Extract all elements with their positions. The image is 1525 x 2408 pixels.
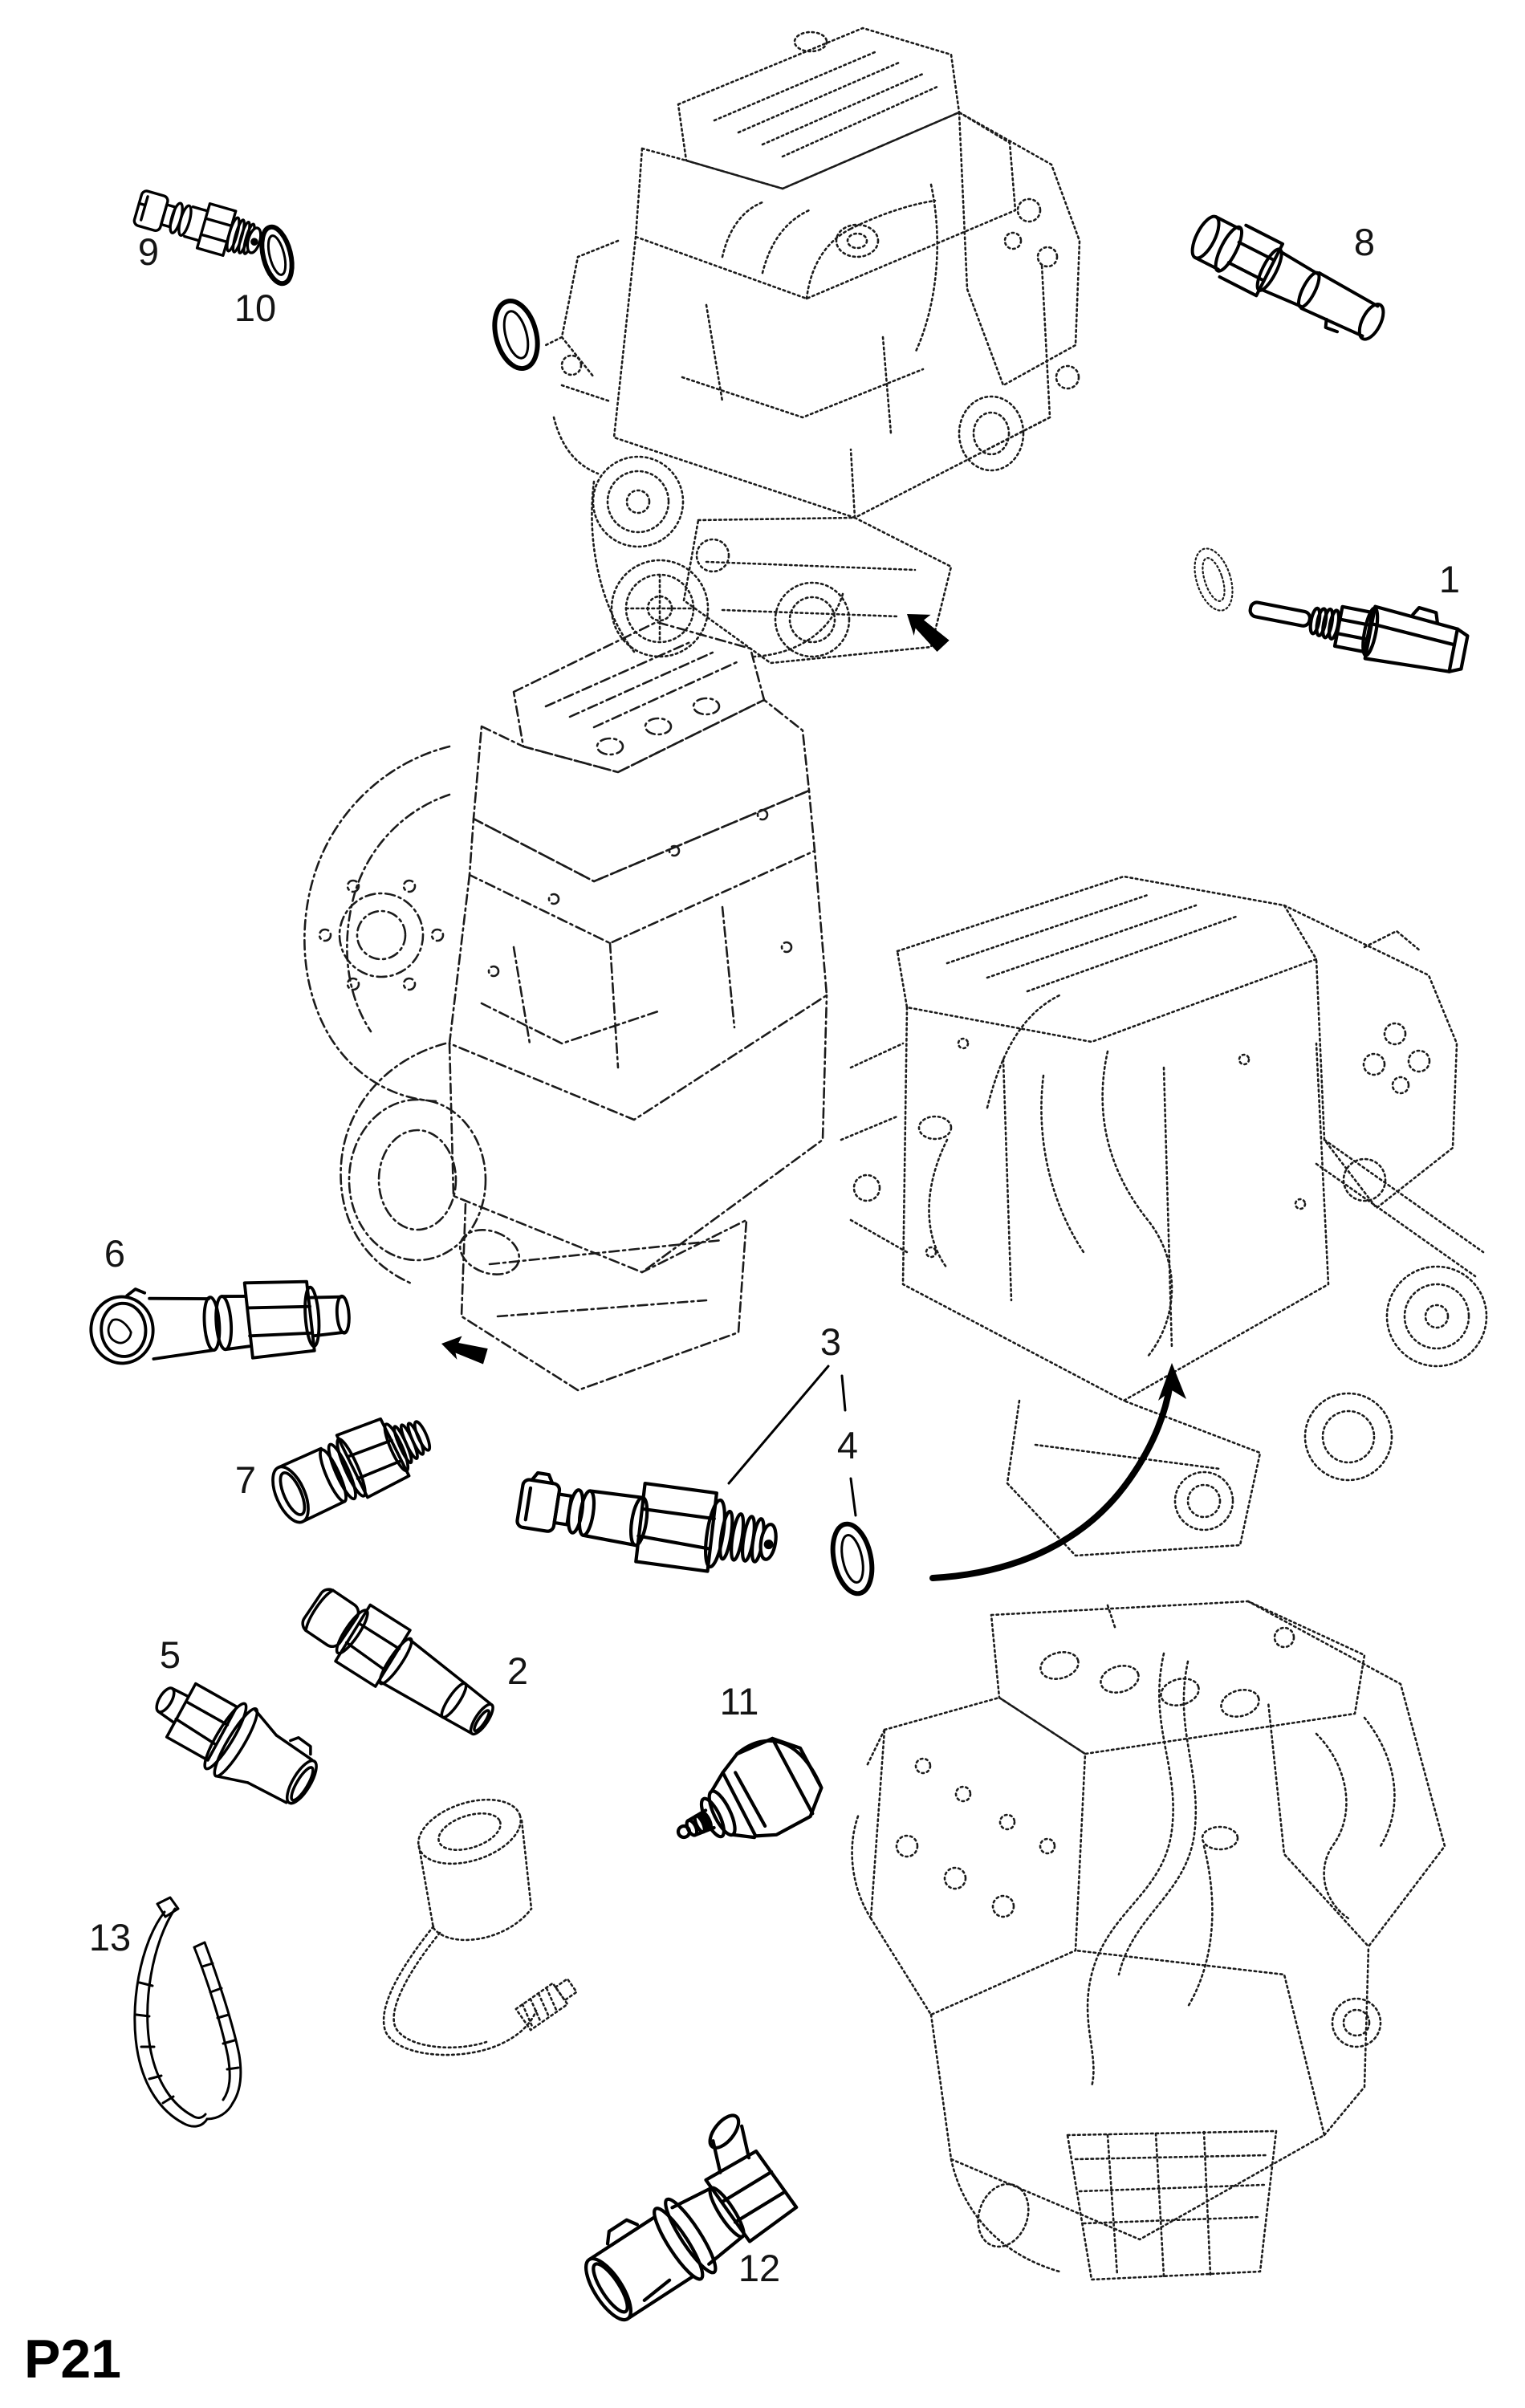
callout-4: 4	[837, 1424, 858, 1466]
engine-mid-right-illustration	[840, 875, 1488, 1557]
part-3-oil-pressure-switch	[515, 1470, 778, 1573]
part-8-sensor	[1190, 214, 1385, 341]
part-9-oil-pressure-switch	[132, 189, 262, 257]
callout-9: 9	[138, 230, 159, 273]
part-11-oil-pressure-switch	[676, 1736, 824, 1840]
callout-2: 2	[507, 1649, 528, 1692]
callout-1: 1	[1439, 558, 1460, 600]
callout-8: 8	[1354, 221, 1375, 263]
callout-7: 7	[235, 1458, 256, 1501]
callout-13: 13	[89, 1916, 131, 1959]
part-1-seal-ring	[1194, 547, 1234, 612]
part-10-seal-ring	[259, 224, 295, 287]
part-12-sensor	[584, 2113, 799, 2322]
part-13-retaining-clip	[133, 1896, 242, 2128]
part-6-oil-pressure-switch	[89, 1279, 351, 1365]
callout-12: 12	[738, 2247, 780, 2289]
callout-leader-lines	[727, 1365, 857, 1517]
location-arrow-curved-icon	[929, 1363, 1186, 1581]
callout-11: 11	[720, 1680, 759, 1723]
part-5-sensor	[155, 1682, 318, 1805]
part-2-sensor	[301, 1588, 494, 1736]
engine-bottom-right-illustration	[851, 1600, 1446, 2281]
install-arrow-top-icon	[907, 614, 950, 653]
engine-mid-left-illustration	[303, 620, 828, 1392]
callout-3: 3	[820, 1320, 841, 1363]
part-1-temperature-sensor	[1248, 600, 1470, 673]
part-7-sensor	[271, 1417, 432, 1524]
engine-top-illustration	[544, 26, 1081, 665]
callout-10: 10	[234, 287, 276, 329]
page-code: P21	[24, 2329, 121, 2390]
part-4-seal-ring	[830, 1521, 875, 1597]
callout-6: 6	[104, 1232, 125, 1275]
install-arrow-mid-icon	[441, 1336, 488, 1365]
oil-filter-cable-illustration	[382, 1798, 578, 2056]
seal-ring-marker-top	[492, 298, 540, 372]
callout-5: 5	[160, 1633, 181, 1676]
